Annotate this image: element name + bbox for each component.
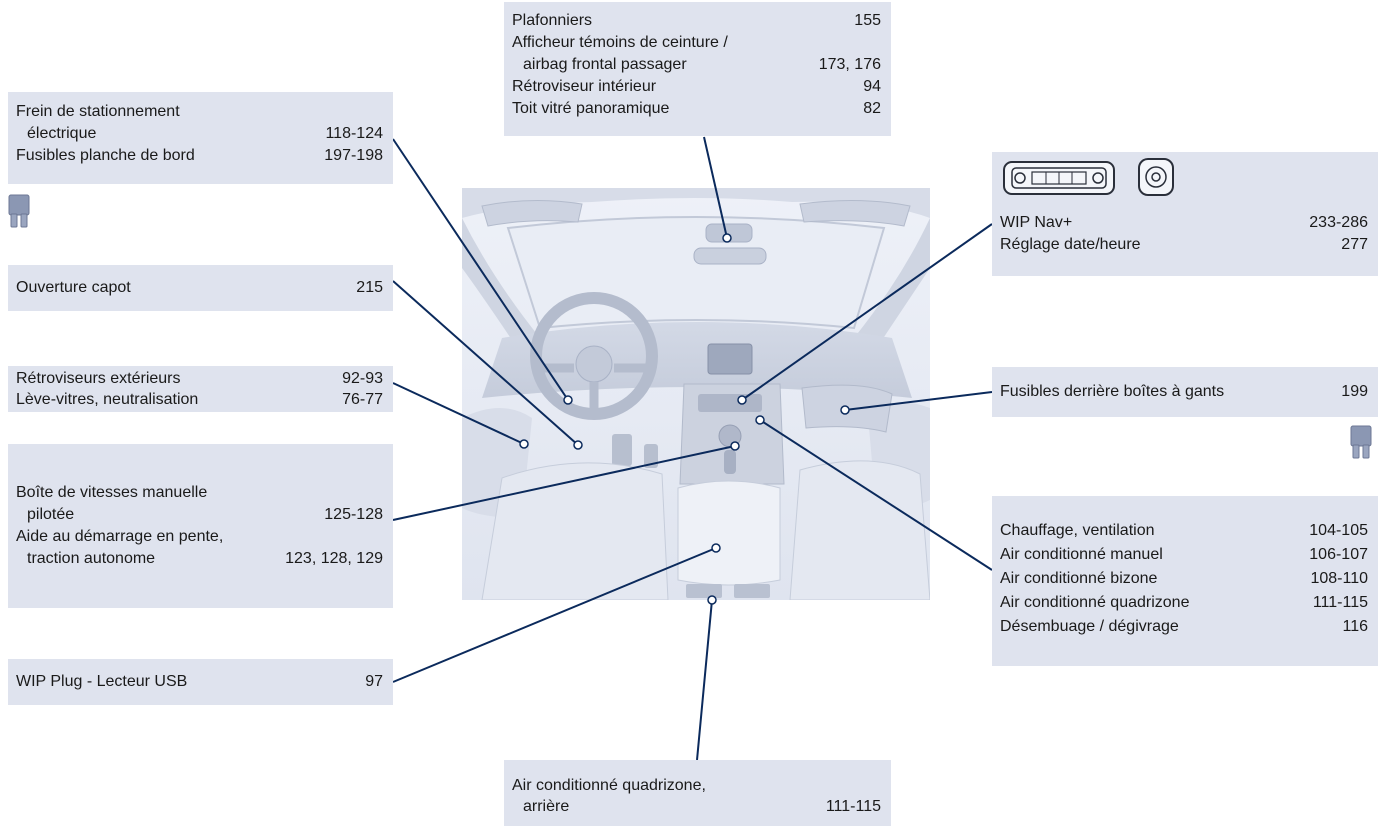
page-number: 116 <box>1342 618 1368 635</box>
item-label: Réglage date/heure <box>1000 236 1141 253</box>
page-number: 173, 176 <box>818 56 881 73</box>
box-plafonniers: Plafonniers 155 Afficheur témoins de cein… <box>504 2 891 136</box>
page-number: 104-105 <box>1309 522 1368 539</box>
page-number: 111-115 <box>825 798 881 815</box>
dashboard-interior-illustration <box>462 188 930 600</box>
item-label: pilotée <box>27 506 75 523</box>
page-number: 155 <box>854 12 881 29</box>
item-label: Désembuage / dégivrage <box>1000 618 1179 635</box>
navigation-knob-icon <box>1138 158 1174 196</box>
page-number: 125-128 <box>324 506 383 523</box>
page-number: 197-198 <box>324 147 383 164</box>
item-label: Plafonniers <box>512 12 593 29</box>
box-wip-nav: WIP Nav+ 233-286 Réglage date/heure 277 <box>992 152 1378 276</box>
page-number: 123, 128, 129 <box>285 550 383 567</box>
box-fusibles-boite-gants: Fusibles derrière boîtes à gants 199 <box>992 367 1378 417</box>
item-label: Rétroviseur intérieur <box>512 78 657 95</box>
page-number: 92-93 <box>342 370 383 387</box>
item-label: Fusibles planche de bord <box>16 147 195 164</box>
page-number: 82 <box>863 100 881 117</box>
page-number: 277 <box>1341 236 1368 253</box>
item-label: Boîte de vitesses manuelle <box>16 484 208 501</box>
page-number: 118-124 <box>325 125 383 142</box>
item-label: Frein de stationnement <box>16 103 180 120</box>
item-label: Ouverture capot <box>16 279 131 296</box>
page-number: 108-110 <box>1310 570 1368 587</box>
page-number: 106-107 <box>1309 546 1368 563</box>
page-number: 111-115 <box>1312 594 1368 611</box>
item-label: Air conditionné manuel <box>1000 546 1163 563</box>
item-label: Aide au démarrage en pente, <box>16 528 224 545</box>
box-wip-plug: WIP Plug - Lecteur USB 97 <box>8 659 393 705</box>
item-label: Toit vitré panoramique <box>512 100 670 117</box>
page-number: 94 <box>863 78 881 95</box>
box-air-conditionne-arriere: Air conditionné quadrizone, arrière 111-1… <box>504 760 891 826</box>
item-label: Air conditionné quadrizone, <box>512 777 706 794</box>
page-number: 199 <box>1341 383 1368 400</box>
item-label: Lève-vitres, neutralisation <box>16 391 199 408</box>
box-boite-vitesses: Boîte de vitesses manuelle pilotée 125-12… <box>8 444 393 608</box>
item-label: Afficheur témoins de ceinture / <box>512 34 728 51</box>
item-label: WIP Plug - Lecteur USB <box>16 673 188 690</box>
item-label: Air conditionné bizone <box>1000 570 1158 587</box>
box-frein-stationnement: Frein de stationnement électrique 118-124… <box>8 92 393 184</box>
box-chauffage: Chauffage, ventilation 104-105 Air condit… <box>992 496 1378 666</box>
item-label: Fusibles derrière boîtes à gants <box>1000 383 1225 400</box>
item-label: traction autonome <box>27 550 156 567</box>
item-label: Air conditionné quadrizone <box>1000 594 1190 611</box>
item-label: WIP Nav+ <box>1000 214 1073 231</box>
page-number: 97 <box>365 673 383 690</box>
page-number: 233-286 <box>1309 214 1368 231</box>
fuse-icon <box>8 194 30 228</box>
item-label: électrique <box>27 125 97 142</box>
item-label: airbag frontal passager <box>523 56 687 73</box>
fuse-icon <box>1350 425 1372 459</box>
item-label: arrière <box>523 798 570 815</box>
page-number: 215 <box>356 279 383 296</box>
page-number: 76-77 <box>342 391 383 408</box>
box-retroviseurs: Rétroviseurs extérieurs 92-93 Lève-vitres… <box>8 366 393 412</box>
item-label: Chauffage, ventilation <box>1000 522 1155 539</box>
item-label: Rétroviseurs extérieurs <box>16 370 181 387</box>
radio-control-panel-icon <box>1003 161 1115 195</box>
box-ouverture-capot: Ouverture capot 215 <box>8 265 393 311</box>
